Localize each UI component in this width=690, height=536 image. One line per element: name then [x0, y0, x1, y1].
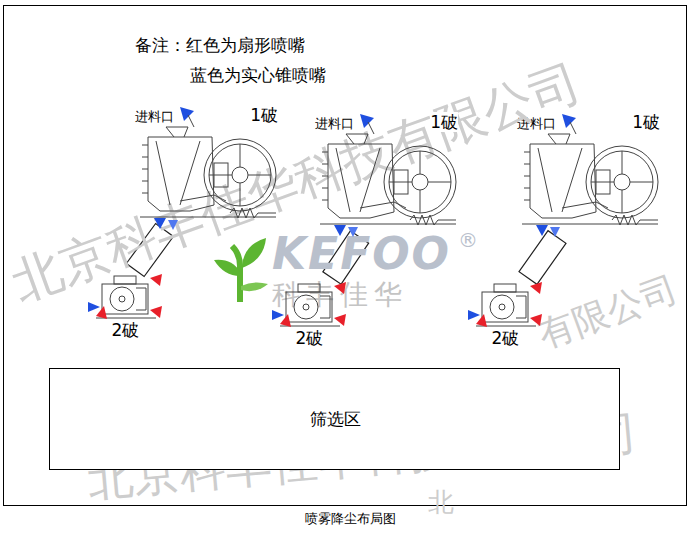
conveyor-belt: [519, 231, 566, 285]
jaw-crusher: 1破: [310, 112, 460, 237]
secondary-crusher: 2破: [468, 278, 543, 348]
feed-port-label: 进料口: [315, 116, 354, 132]
node-label: 筛选区: [310, 409, 361, 429]
node-label: 2破: [296, 328, 324, 348]
conveyor-belt-outline: [519, 231, 566, 285]
watermark-text: 北: [428, 487, 454, 518]
logo-text: KEFOO: [272, 228, 451, 281]
secondary-crusher: 2破: [272, 278, 347, 348]
process-box: 筛选区: [49, 368, 620, 470]
secondary-crusher-drawing: [272, 278, 347, 330]
node-label: 1破: [430, 112, 458, 132]
secondary-crusher-drawing: [468, 278, 543, 330]
jaw-crusher: 1破: [512, 112, 662, 237]
logo-mark: ®: [458, 228, 478, 252]
figure-caption: 喷雾降尘布局图: [305, 511, 396, 527]
node-label: 1破: [250, 105, 278, 125]
jaw-crusher: 1破: [130, 105, 280, 230]
watermark-text: 有限公司: [533, 267, 683, 357]
logo-leaf: [210, 236, 272, 304]
secondary-crusher: 2破: [88, 270, 163, 340]
node-label: 2破: [492, 328, 520, 348]
node-label: 2破: [112, 320, 140, 340]
node-label: 1破: [632, 112, 660, 132]
note-text: 备注：红色为扇形喷嘴: [135, 35, 305, 55]
logo-text: 科丰佳华: [272, 278, 408, 312]
secondary-crusher-drawing: [88, 270, 163, 322]
note-text: 蓝色为实心锥喷嘴: [190, 65, 326, 85]
feed-port-label: 进料口: [135, 109, 174, 125]
